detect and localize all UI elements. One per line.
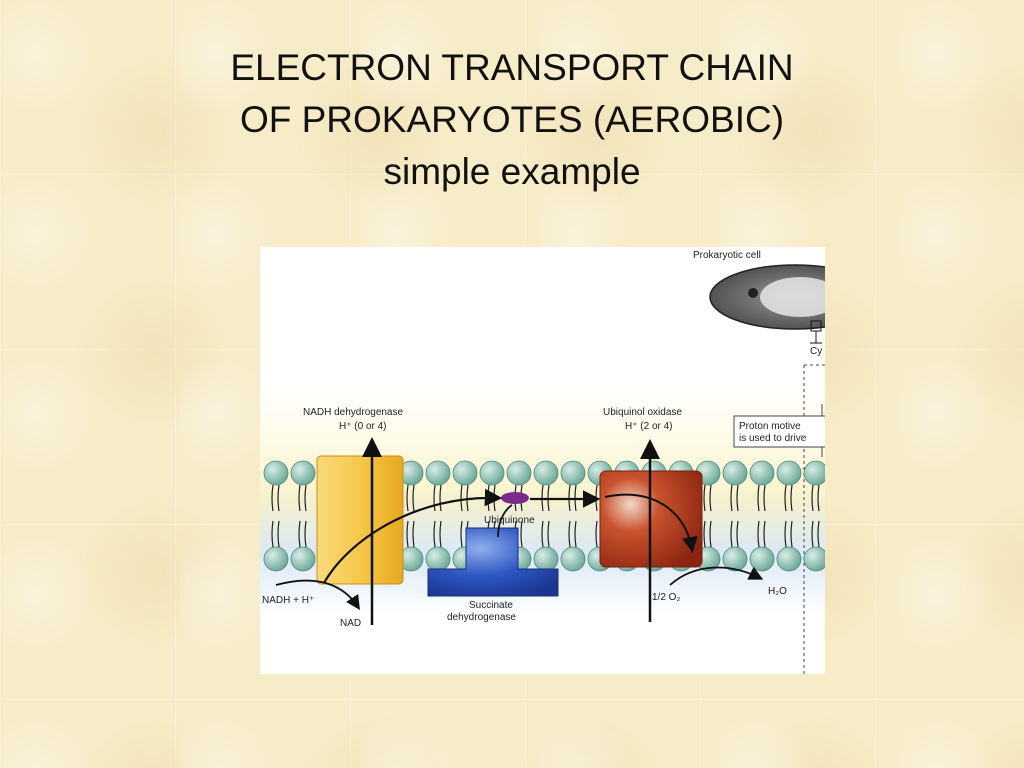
lipid-tail (271, 520, 274, 548)
nad-label: NAD (340, 618, 361, 629)
succinate-dehydrogenase-complex (427, 527, 559, 597)
nadh-to-nad-arrow (275, 579, 360, 611)
lipid-head (803, 460, 825, 486)
nadh-h-label: NADH + H⁺ (262, 595, 314, 606)
lipid-head (533, 546, 559, 572)
lipid-head (560, 460, 586, 486)
lipid-tail (784, 520, 787, 548)
lipid-tail (433, 484, 436, 512)
lipid-head (722, 460, 748, 486)
title-line-3: simple example (383, 151, 641, 192)
etc-diagram: Prokaryotic cell Cy Proton motive is use… (260, 247, 825, 674)
lipid-tail (412, 520, 415, 548)
lipid-tail (757, 484, 760, 512)
lipid-tail (763, 484, 766, 512)
lipid-head (533, 460, 559, 486)
lipid-head (506, 460, 532, 486)
lipid-head (776, 460, 802, 486)
h2o-label: H₂O (768, 586, 787, 597)
lipid-tail (304, 520, 307, 548)
lipid-tail (298, 520, 301, 548)
ubiquinone-molecule (501, 492, 529, 504)
lipid-tail (271, 484, 274, 512)
electron-arrow-nadh-to-ubiquinone (323, 488, 503, 584)
proton-motive-line-1: Proton motive (739, 421, 801, 432)
lipid-tail (277, 484, 280, 512)
lipid-tail (709, 484, 712, 512)
lipid-head (560, 546, 586, 572)
lipid-head (263, 460, 289, 486)
lipid-tail (730, 484, 733, 512)
lipid-tail (460, 520, 463, 548)
lipid-tail (817, 484, 820, 512)
lipid-tail (817, 520, 820, 548)
lipid-tail (595, 520, 598, 548)
electron-arrow-succinate-to-ubiquinone (497, 504, 513, 538)
lipid-tail (736, 484, 739, 512)
lipid-head (425, 546, 451, 572)
lipid-tail (547, 520, 550, 548)
lipid-tail (520, 520, 523, 548)
lipid-head (776, 546, 802, 572)
proton-motive-line-2: is used to drive (739, 433, 807, 444)
lipid-head (452, 460, 478, 486)
oxygen-to-water-arrow (669, 566, 764, 586)
lipid-tail (703, 520, 706, 548)
lipid-head (803, 546, 825, 572)
ubiquinol-oxidase-protons: H⁺ (2 or 4) (625, 421, 673, 432)
lipid-tail (784, 484, 787, 512)
lipid-tail (406, 484, 409, 512)
succinate-label-2: dehydrogenase (447, 612, 516, 623)
lipid-tail (460, 484, 463, 512)
lipid-head (749, 546, 775, 572)
lipid-tail (433, 520, 436, 548)
lipid-head (425, 460, 451, 486)
lipid-tail (439, 484, 442, 512)
succinate-label-1: Succinate (469, 600, 513, 611)
nadh-dehydrogenase-complex (316, 455, 404, 585)
lipid-tail (730, 520, 733, 548)
inset-letter: Cy (810, 346, 822, 357)
lipid-head (749, 460, 775, 486)
lipid-tail (811, 520, 814, 548)
lipid-tail (790, 484, 793, 512)
nadh-dehydrogenase-label: NADH dehydrogenase (303, 407, 403, 418)
prokaryotic-cell-inset (709, 264, 825, 344)
lipid-head (290, 546, 316, 572)
lipid-head (479, 460, 505, 486)
lipid-tail (574, 520, 577, 548)
title-line-2: OF PROKARYOTES (AEROBIC) (239, 99, 785, 140)
lipid-tail (412, 484, 415, 512)
slide-title: ELECTRON TRANSPORT CHAIN OF PROKARYOTES … (0, 42, 1024, 198)
oxidase-internal-arrow (604, 493, 698, 553)
lipid-tail (304, 484, 307, 512)
lipid-tail (439, 520, 442, 548)
lipid-tail (790, 520, 793, 548)
ubiquinone-label: Ubiquinone (484, 515, 535, 526)
half-o2-label: 1/2 O₂ (652, 592, 680, 603)
nadh-dehydrogenase-protons: H⁺ (0 or 4) (339, 421, 387, 432)
lipid-tail (709, 520, 712, 548)
lipid-tail (757, 520, 760, 548)
lipid-tail (811, 484, 814, 512)
lipid-tail (541, 520, 544, 548)
lipid-tail (763, 520, 766, 548)
ubiquinol-oxidase-label: Ubiquinol oxidase (603, 407, 682, 418)
lipid-head (290, 460, 316, 486)
lipid-head (722, 546, 748, 572)
lipid-tail (298, 484, 301, 512)
lipid-tail (568, 520, 571, 548)
proton-motive-callout (733, 404, 825, 457)
lipid-tail (703, 484, 706, 512)
lipid-head (263, 546, 289, 572)
lipid-tail (406, 520, 409, 548)
lipid-tail (736, 520, 739, 548)
lipid-tail (277, 520, 280, 548)
prokaryotic-cell-label: Prokaryotic cell (693, 250, 761, 261)
title-line-1: ELECTRON TRANSPORT CHAIN (230, 47, 794, 88)
